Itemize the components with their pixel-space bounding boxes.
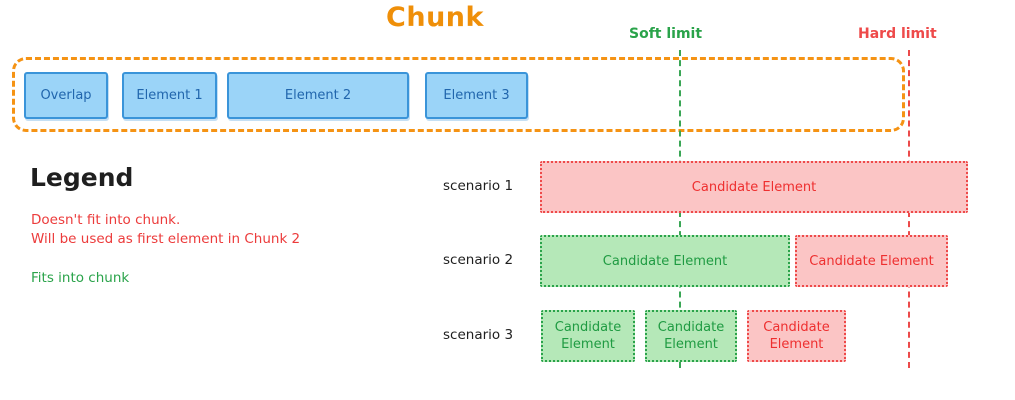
candidate-element-s3-2: Candidate Element (645, 310, 737, 362)
chunk-element-1: Element 1 (122, 72, 217, 119)
legend-fail-line-2: Will be used as first element in Chunk 2 (31, 231, 301, 247)
legend-fail-line-1: Doesn't fit into chunk. (31, 212, 181, 228)
chunk-container (12, 57, 905, 132)
soft-limit-label: Soft limit (629, 26, 703, 42)
scenario-label-2: scenario 2 (443, 252, 514, 268)
candidate-element-s3-3: Candidate Element (747, 310, 846, 362)
candidate-element-s2-2: Candidate Element (795, 235, 948, 287)
candidate-element-s2-1: Candidate Element (540, 235, 790, 287)
hard-limit-label: Hard limit (858, 26, 937, 42)
chunk-element-0: Overlap (24, 72, 108, 119)
chunk-title: Chunk (386, 2, 484, 33)
scenario-label-1: scenario 1 (443, 178, 514, 194)
candidate-element-s1-1: Candidate Element (540, 161, 968, 213)
legend-ok-text: Fits into chunk (31, 270, 130, 286)
chunk-element-2: Element 2 (227, 72, 409, 119)
chunk-element-3: Element 3 (425, 72, 528, 119)
scenario-label-3: scenario 3 (443, 327, 514, 343)
legend-fail-text: Doesn't fit into chunk. Will be used as … (31, 211, 300, 249)
candidate-element-s3-1: Candidate Element (541, 310, 635, 362)
legend-title: Legend (30, 163, 134, 192)
